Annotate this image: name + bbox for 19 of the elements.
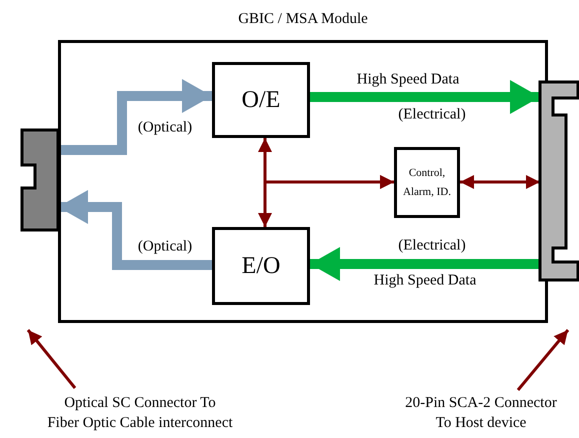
arrow (58, 192, 212, 270)
arrow (516, 329, 570, 391)
edge-label: High Speed Data (354, 72, 462, 88)
module-title: GBIC / MSA Module (237, 10, 369, 29)
arrow (460, 175, 540, 189)
edge-label: High Speed Data (372, 272, 478, 290)
arrow (310, 249, 540, 279)
edge-label: (Optical) (136, 120, 194, 136)
process-box: E/O (212, 227, 310, 305)
arrow (310, 82, 540, 112)
arrow (26, 329, 76, 389)
signal-label: (Electrical) (396, 106, 468, 124)
process-box: O/E (212, 62, 310, 138)
signal-label: (Electrical) (396, 238, 468, 254)
callout-text: Optical SC Connector To Fiber Optic Cable interconnect (46, 394, 234, 433)
edge-label: (Optical) (136, 238, 194, 256)
control-box: Control, Alarm, ID. (394, 147, 460, 218)
callout-text: 20-Pin SCA-2 Connector To Host device (404, 394, 558, 433)
arrow (58, 81, 212, 155)
